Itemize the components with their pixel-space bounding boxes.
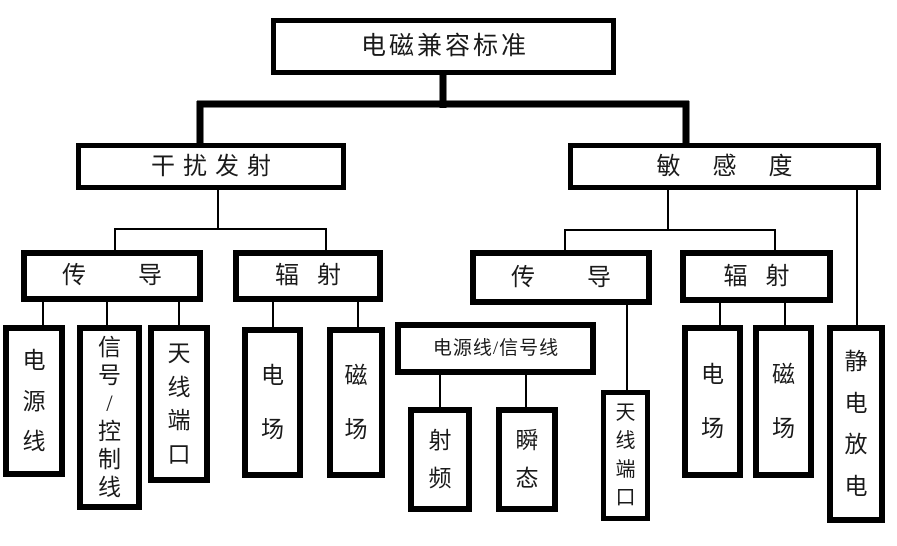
node-magnetic-field-emission-label: 磁场 bbox=[344, 363, 368, 442]
node-susceptibility-label: 敏感度 bbox=[656, 153, 793, 180]
node-electric-field-emission: 电场 bbox=[242, 327, 303, 478]
node-antenna-port-emission: 天线端口 bbox=[148, 325, 210, 483]
node-susceptibility-radiated: 辐射 bbox=[680, 250, 833, 303]
node-electric-field-emission-label: 电场 bbox=[261, 363, 284, 442]
node-transient-label: 瞬态 bbox=[515, 427, 539, 492]
node-magnetic-field-susceptibility: 磁场 bbox=[753, 325, 814, 478]
node-emc-standard-label: 电磁兼容标准 bbox=[360, 33, 527, 60]
node-esd-label: 静电放电 bbox=[844, 348, 868, 500]
node-susceptibility-conducted-label: 传导 bbox=[511, 264, 611, 291]
node-signal-control-line-label: 信号/控制线 bbox=[98, 335, 121, 500]
node-magnetic-field-emission: 磁场 bbox=[327, 327, 385, 478]
node-interference-emission-label: 干扰发射 bbox=[151, 153, 271, 180]
node-susceptibility-radiated-label: 辐射 bbox=[723, 263, 790, 290]
node-susceptibility: 敏感度 bbox=[568, 143, 881, 190]
node-rf-label: 射频 bbox=[428, 427, 452, 492]
node-emission-radiated: 辐射 bbox=[233, 250, 383, 302]
node-emission-conducted-label: 传导 bbox=[62, 263, 162, 289]
node-antenna-port-susceptibility: 天线端口 bbox=[601, 390, 650, 521]
node-rf: 射频 bbox=[408, 407, 472, 512]
node-power-signal-line-label: 电源线/信号线 bbox=[432, 338, 559, 359]
node-interference-emission: 干扰发射 bbox=[76, 143, 346, 190]
node-emission-radiated-label: 辐射 bbox=[275, 263, 341, 289]
node-power-line: 电源线 bbox=[3, 325, 65, 477]
node-power-signal-line: 电源线/信号线 bbox=[395, 322, 596, 375]
node-transient: 瞬态 bbox=[496, 407, 558, 512]
node-esd: 静电放电 bbox=[827, 325, 885, 523]
node-antenna-port-emission-label: 天线端口 bbox=[167, 340, 191, 468]
node-electric-field-susceptibility-label: 电场 bbox=[701, 361, 724, 442]
node-power-line-label: 电源线 bbox=[22, 347, 46, 455]
node-signal-control-line: 信号/控制线 bbox=[77, 325, 142, 510]
node-electric-field-susceptibility: 电场 bbox=[682, 325, 743, 478]
node-antenna-port-susceptibility-label: 天线端口 bbox=[615, 402, 636, 509]
node-emission-conducted: 传导 bbox=[21, 250, 203, 302]
node-magnetic-field-susceptibility-label: 磁场 bbox=[772, 361, 795, 442]
node-emc-standard: 电磁兼容标准 bbox=[271, 18, 616, 75]
node-susceptibility-conducted: 传导 bbox=[470, 250, 652, 305]
